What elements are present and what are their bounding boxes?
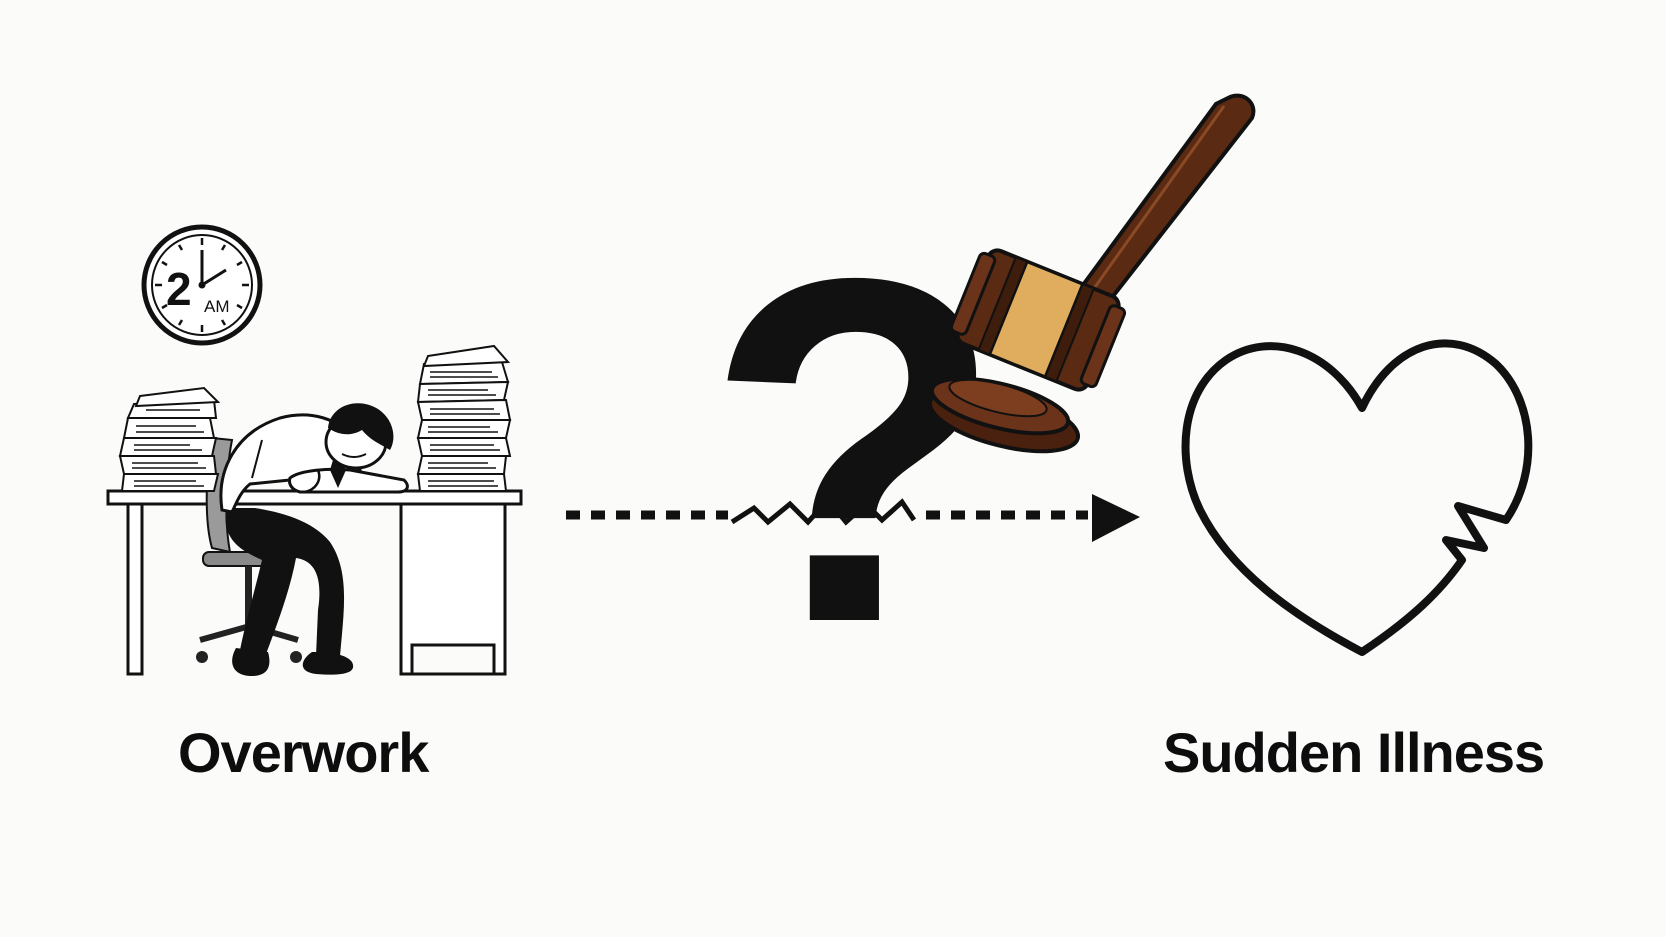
gavel-icon (927, 93, 1256, 454)
question-mark-glyph: ? (705, 176, 1004, 724)
paper-stack-icon (118, 386, 221, 492)
paper-stack-icon (416, 344, 512, 492)
broken-heart-icon (1181, 339, 1533, 656)
overwork-label: Overwork (178, 721, 429, 784)
sudden-illness-label: Sudden Illness (1163, 721, 1545, 784)
clock-hour-text: 2 (166, 263, 192, 315)
clock-period-text: AM (204, 297, 230, 316)
sleeping-worker-icon (219, 403, 409, 676)
dotted-arrow-icon (566, 494, 1140, 542)
desk-icon (106, 489, 523, 676)
clock-icon: 2 AM (141, 224, 263, 346)
question-mark-icon: ? (705, 176, 1004, 724)
